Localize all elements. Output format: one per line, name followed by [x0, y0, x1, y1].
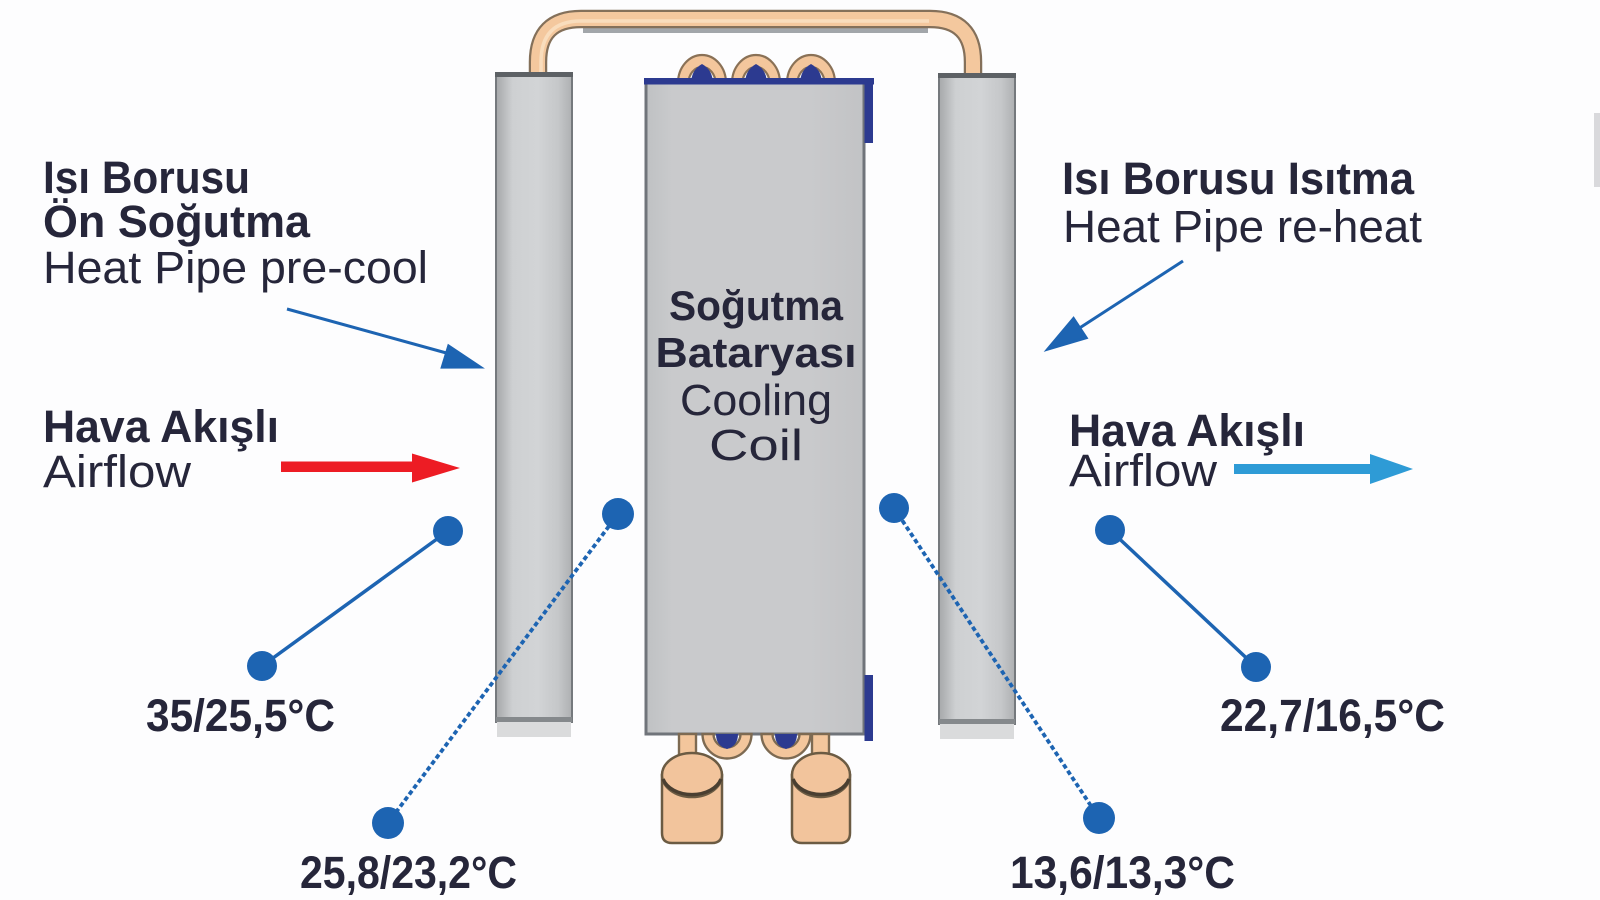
- svg-text:22,7/16,5°C: 22,7/16,5°C: [1220, 690, 1445, 741]
- svg-text:35/25,5°C: 35/25,5°C: [146, 690, 335, 741]
- svg-text:Airflow: Airflow: [1069, 445, 1218, 496]
- svg-text:Soğutma: Soğutma: [669, 282, 844, 329]
- svg-text:13,6/13,3°C: 13,6/13,3°C: [1010, 847, 1235, 898]
- svg-text:Heat Pipe re-heat: Heat Pipe re-heat: [1063, 201, 1422, 252]
- svg-text:Hava Akışlı: Hava Akışlı: [1069, 405, 1305, 456]
- svg-text:Isı Borusu Isıtma: Isı Borusu Isıtma: [1062, 153, 1415, 204]
- svg-text:Bataryası: Bataryası: [656, 329, 857, 376]
- svg-text:Coil: Coil: [709, 421, 803, 470]
- svg-text:Isı Borusu: Isı Borusu: [43, 152, 250, 203]
- svg-text:Heat Pipe pre-cool: Heat Pipe pre-cool: [43, 242, 428, 293]
- svg-text:Ön Soğutma: Ön Soğutma: [43, 196, 311, 247]
- svg-text:Airflow: Airflow: [43, 446, 192, 497]
- svg-text:Hava Akışlı: Hava Akışlı: [43, 401, 279, 452]
- svg-text:25,8/23,2°C: 25,8/23,2°C: [300, 847, 517, 898]
- svg-text:Cooling: Cooling: [680, 376, 832, 425]
